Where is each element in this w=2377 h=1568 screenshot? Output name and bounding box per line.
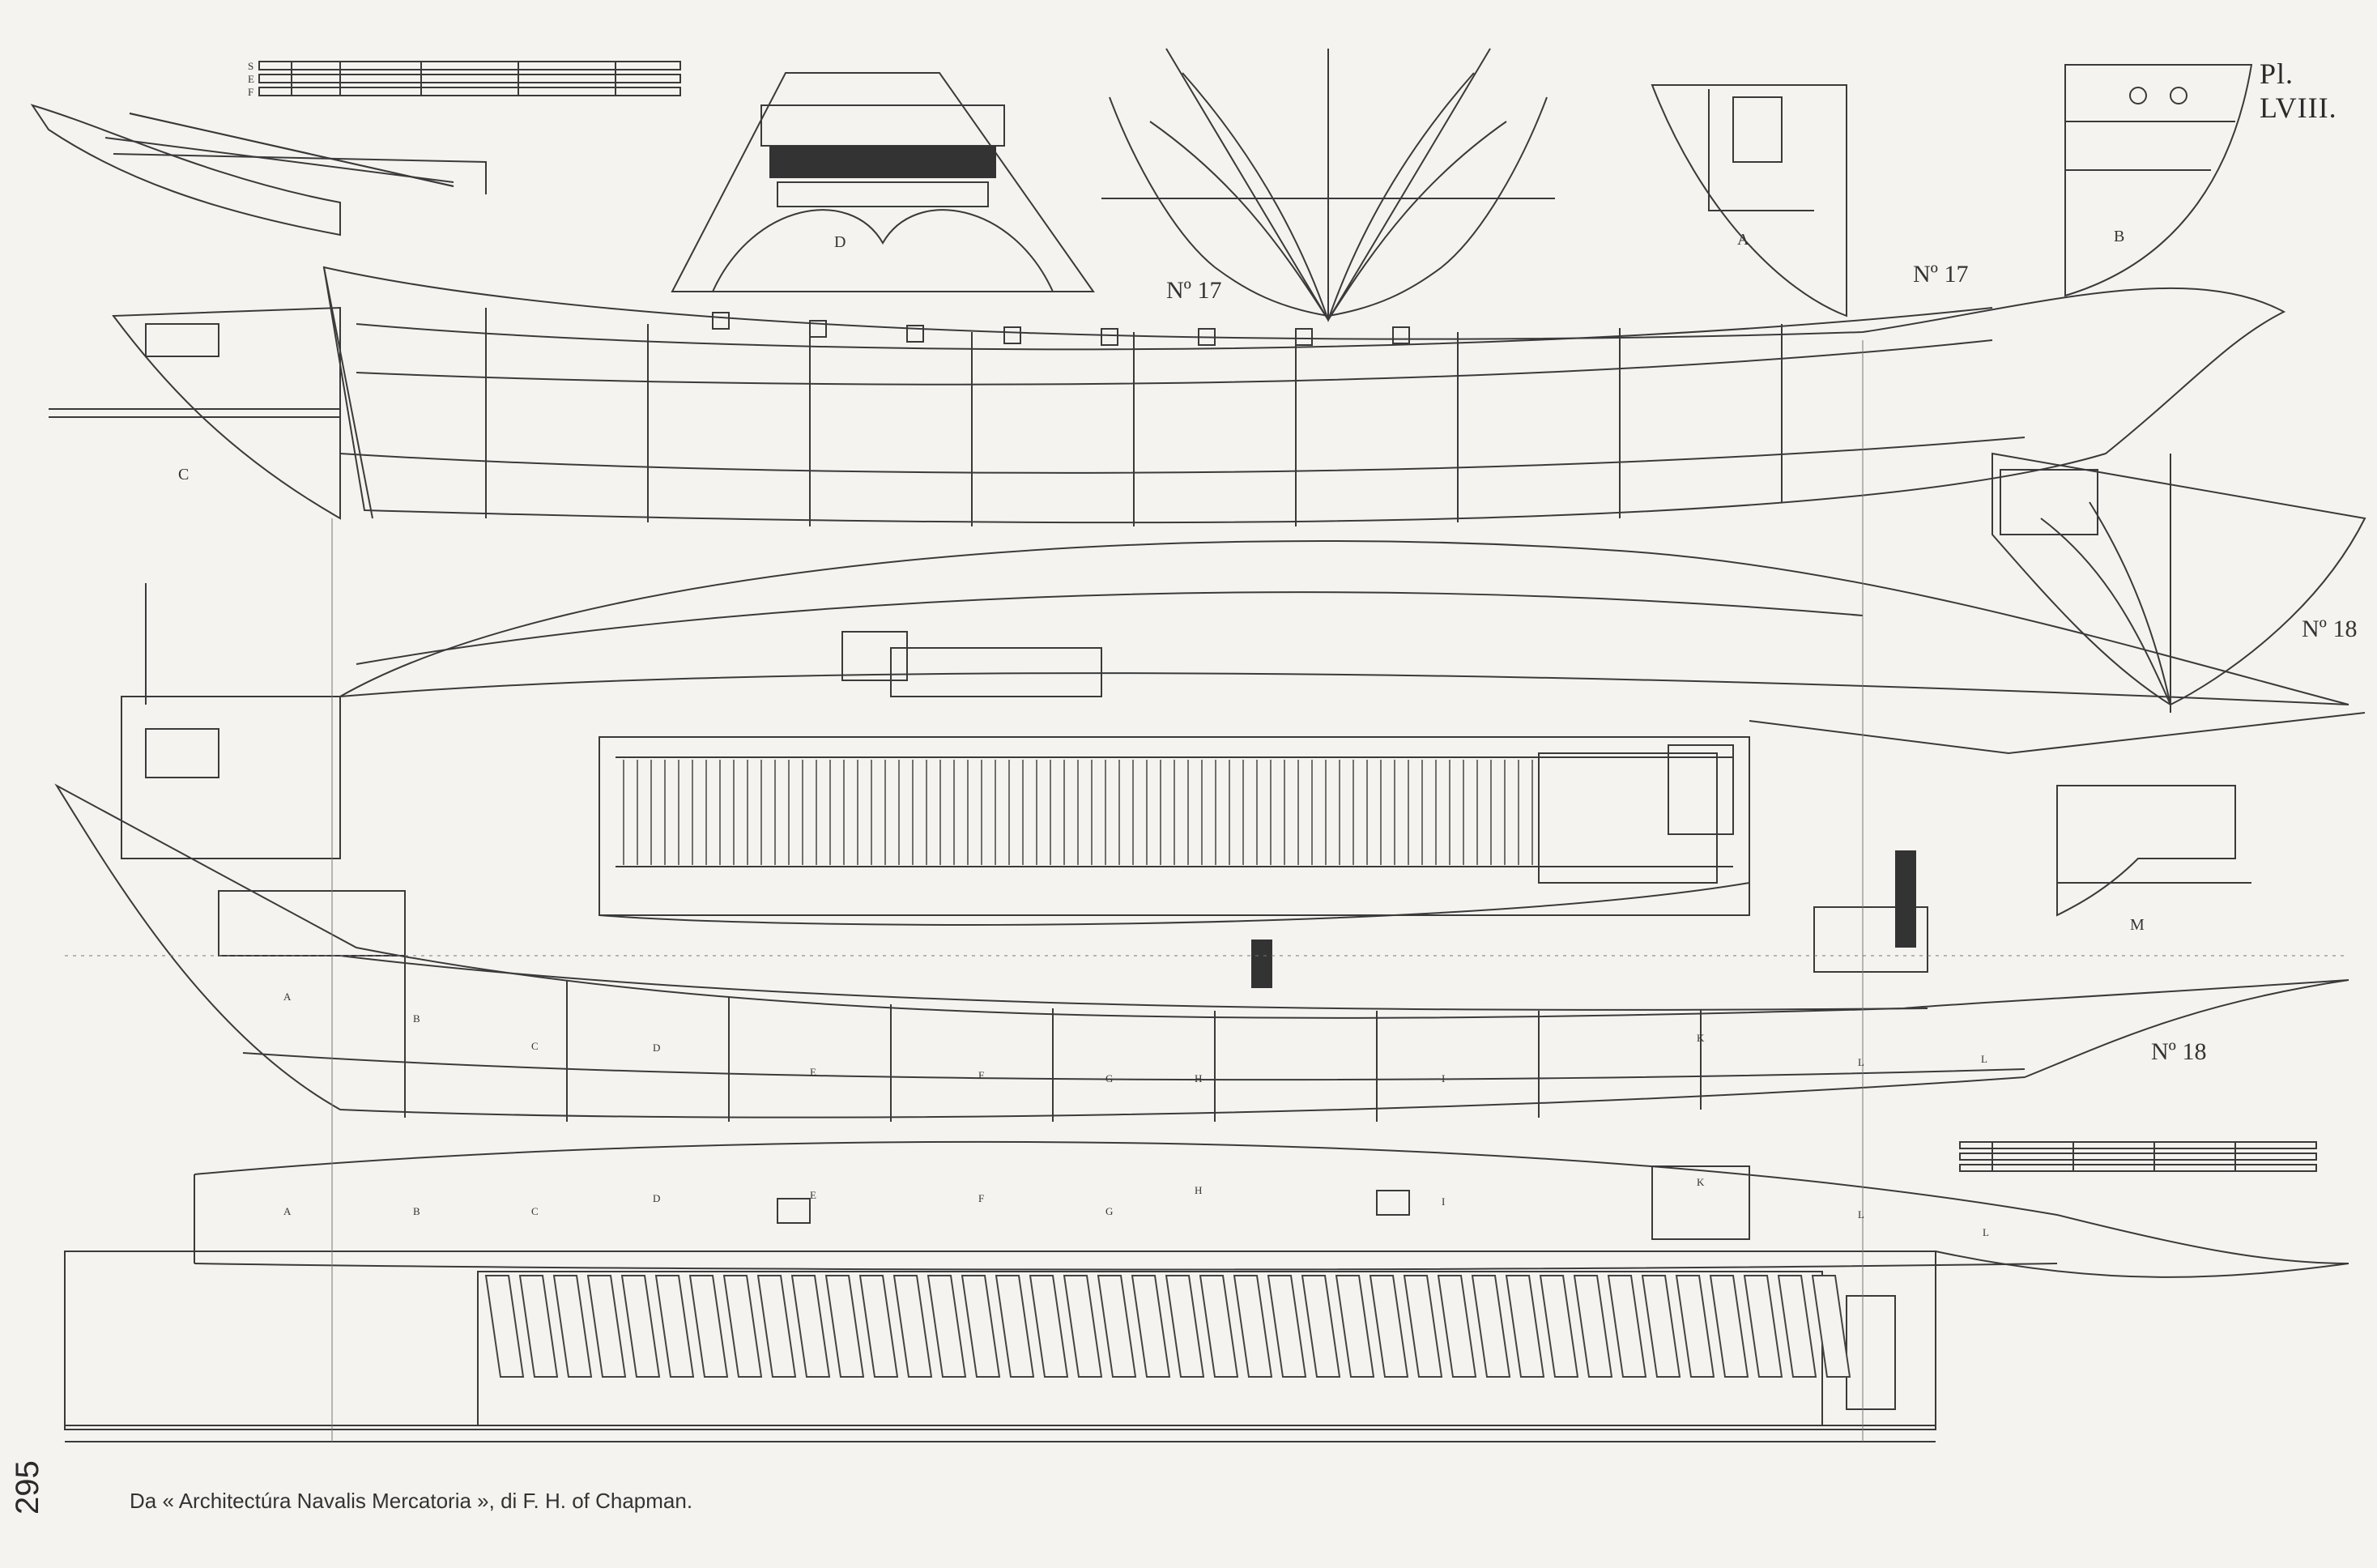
oar-bench <box>518 1275 559 1378</box>
half-breadth-plan-18 <box>194 1140 2349 1271</box>
station-letter: C <box>531 1205 539 1217</box>
oar-bench <box>1199 1275 1239 1378</box>
station-letter: F <box>978 1192 984 1204</box>
station-letter: D <box>653 1192 660 1204</box>
sheer-plan-17 <box>322 266 2286 526</box>
station-letter: L <box>1858 1056 1864 1068</box>
station-letter: C <box>531 1040 539 1052</box>
oar-bench <box>1675 1275 1715 1378</box>
label-view-d: D <box>834 233 846 251</box>
label-view-m: M <box>2130 916 2145 934</box>
scale-letter-s: S <box>248 60 253 72</box>
scale-letter-e: E <box>248 73 254 85</box>
oar-bench <box>1165 1275 1205 1378</box>
station-letter: K <box>1697 1176 1705 1188</box>
oar-bench <box>1709 1275 1749 1378</box>
stern-elevation-d <box>671 72 1095 292</box>
scale-bar-18 <box>1959 1141 2317 1172</box>
oar-bench <box>552 1275 593 1378</box>
station-letter: L <box>1858 1208 1864 1221</box>
station-letter: A <box>283 991 292 1003</box>
label-view-b: B <box>2114 228 2124 245</box>
station-letter: B <box>413 1205 420 1217</box>
station-letter: E <box>810 1189 816 1201</box>
sheer-plan-18 <box>54 783 2349 1122</box>
oar-bench <box>654 1275 695 1378</box>
station-letter: L <box>1983 1226 1989 1238</box>
label-view-c: C <box>178 466 189 484</box>
station-letter: G <box>1105 1205 1113 1217</box>
oar-bench <box>1267 1275 1307 1378</box>
oar-bench <box>824 1275 865 1378</box>
body-plan-17 <box>1101 48 1555 323</box>
station-letter: I <box>1442 1072 1445 1084</box>
rowing-benches-17 <box>623 760 1533 865</box>
station-letter: A <box>283 1205 292 1217</box>
station-letter: F <box>978 1069 984 1081</box>
oar-bench <box>1573 1275 1613 1378</box>
construction-lines <box>65 340 2349 1442</box>
section-b <box>2064 64 2253 297</box>
oar-bench <box>1539 1275 1579 1378</box>
oar-bench <box>1131 1275 1171 1378</box>
ship-number-18-sheer: Nº 18 <box>2151 1038 2206 1065</box>
plate-number: Pl. LVIII. <box>2260 58 2337 124</box>
oar-bench <box>1777 1275 1817 1378</box>
scale-letter-f: F <box>248 86 253 98</box>
station-letter: L <box>1981 1053 1987 1065</box>
station-letter: H <box>1195 1072 1202 1084</box>
oar-bench <box>620 1275 661 1378</box>
plate-caption: Da « Architectúra Navalis Mercatoria », … <box>130 1489 693 1513</box>
oar-bench <box>1743 1275 1783 1378</box>
station-letter: B <box>413 1012 420 1025</box>
oar-bench <box>995 1275 1035 1378</box>
ship-number-17-section: Nº 17 <box>1913 261 1968 288</box>
section-a <box>1651 84 1847 317</box>
oar-bench <box>1029 1275 1069 1378</box>
oar-bench <box>1607 1275 1647 1378</box>
oar-bench <box>1471 1275 1511 1378</box>
rudder-detail-m <box>2056 785 2251 917</box>
station-letter: E <box>810 1066 816 1078</box>
oar-bench <box>927 1275 967 1378</box>
oar-bench <box>1811 1275 1851 1378</box>
bow-detail-c <box>49 306 341 520</box>
oar-bench <box>1063 1275 1103 1378</box>
page-number: 295 <box>10 1460 45 1515</box>
station-letter: D <box>653 1042 660 1054</box>
oar-bench <box>1641 1275 1681 1378</box>
station-letter: H <box>1195 1184 1202 1196</box>
oar-bench <box>1097 1275 1137 1378</box>
station-letter: K <box>1697 1032 1705 1044</box>
oar-bench <box>688 1275 729 1378</box>
oar-bench <box>1403 1275 1443 1378</box>
scale-bar-top <box>258 61 681 96</box>
ship-number-18-bodyplan: Nº 18 <box>2302 616 2357 642</box>
oar-bench <box>892 1275 933 1378</box>
oar-bench <box>1335 1275 1375 1378</box>
oar-bench <box>790 1275 831 1378</box>
station-letter: I <box>1442 1195 1445 1208</box>
label-view-a: A <box>1737 231 1749 249</box>
bow-profile-17 <box>30 104 487 236</box>
deck-plan-17 <box>121 696 2366 926</box>
oar-bench <box>586 1275 627 1378</box>
oar-bench <box>1369 1275 1409 1378</box>
oar-bench <box>1233 1275 1273 1378</box>
ship-number-17-bodyplan: Nº 17 <box>1166 277 1221 304</box>
oar-bench <box>961 1275 1001 1378</box>
oar-bench <box>858 1275 899 1378</box>
oar-bench <box>722 1275 763 1378</box>
oar-bench <box>756 1275 797 1378</box>
half-breadth-plan-17 <box>145 540 2349 705</box>
station-letter: G <box>1105 1072 1113 1084</box>
body-plan-18 <box>1991 452 2366 713</box>
oar-benches-18 <box>484 1275 1851 1378</box>
oar-bench <box>1437 1275 1477 1378</box>
oar-bench <box>484 1275 525 1378</box>
oar-bench <box>1301 1275 1341 1378</box>
oar-bench <box>1505 1275 1545 1378</box>
